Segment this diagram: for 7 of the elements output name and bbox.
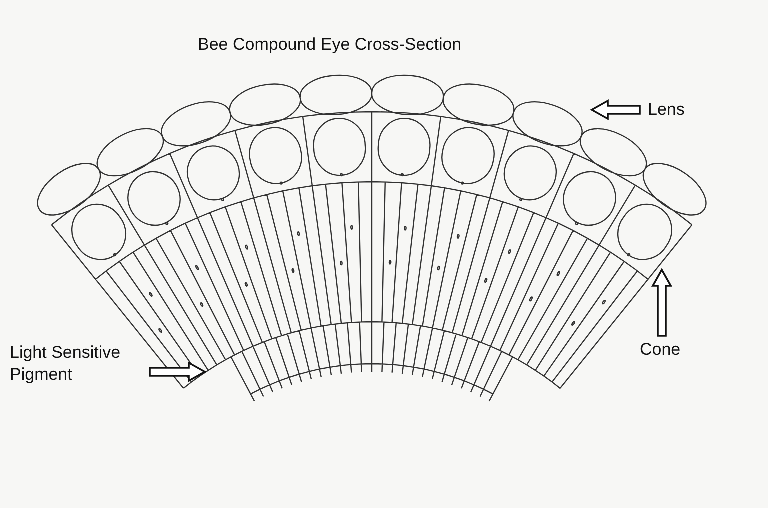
leader-arrow — [651, 268, 673, 337]
leader-arrow — [590, 99, 641, 121]
title: Bee Compound Eye Cross-Section — [198, 34, 462, 56]
leader-arrow — [149, 361, 207, 383]
part-label: Cone — [640, 339, 700, 361]
part-label: Light Sensitive Pigment — [10, 342, 150, 386]
part-label: Lens — [648, 99, 708, 121]
